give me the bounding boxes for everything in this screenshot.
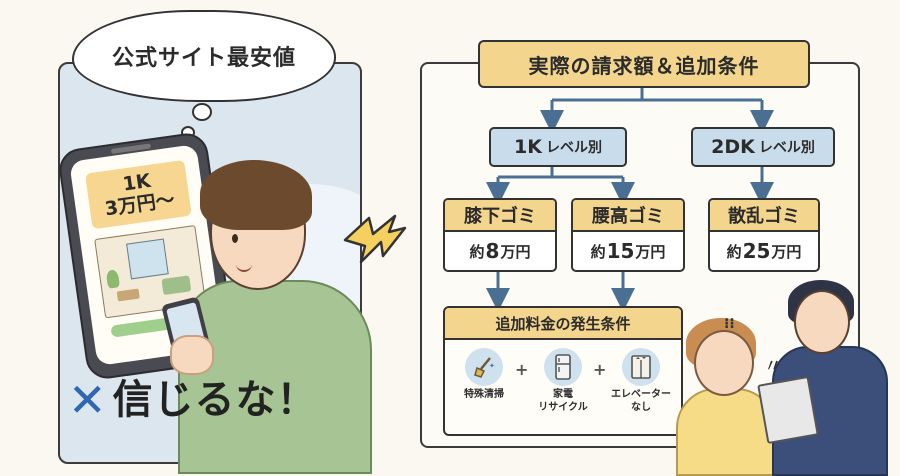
condition-special-cleaning: ✦ 特殊清掃 [457,348,511,402]
customer-head [694,330,754,396]
elevator-icon [622,348,660,386]
condition-label: 家電 リサイクル [538,389,588,413]
price-card: 1K 3万円〜 [84,159,192,230]
window-icon [126,238,169,280]
lightning-bolt-icon [343,214,407,264]
cross-icon: ✕ [68,373,107,427]
trash-card-label: 腰高ゴミ [573,200,683,232]
flow-connectors [486,84,774,312]
fridge-icon [544,348,582,386]
thought-dot [192,103,212,121]
trash-card-label: 散乱ゴミ [710,200,818,232]
condition-no-elevator: エレベーター なし [605,348,677,414]
cost-amount: 15 [606,239,635,263]
conditions-title: 追加料金の発生条件 [445,308,681,340]
table-icon [116,288,140,302]
plus-sign: + [593,360,607,379]
warning-text: 信じるな！ [112,377,318,423]
level-1k-main: 1K [514,136,542,158]
speech-marks-icon: 〃 [764,356,782,377]
trash-card-label: 膝下ゴミ [445,200,555,232]
staff-head [794,290,850,354]
main-title: 実際の請求額＆追加条件 [478,40,810,88]
condition-label: エレベーター なし [611,389,671,413]
trash-card-knee: 膝下ゴミ 約 8 万円 [443,198,557,272]
trash-card-cost: 約 15 万円 [573,232,683,270]
cost-amount: 25 [742,239,771,263]
clipboard-icon [757,375,819,445]
cost-prefix: 約 [469,242,485,261]
level-1k-box: 1K レベル別 [489,127,627,167]
plant-icon [105,269,121,289]
level-2dk-box: 2DK レベル別 [691,127,835,167]
main-title-text: 実際の請求額＆追加条件 [528,53,760,78]
cost-prefix: 約 [726,242,742,261]
conditions-box: 追加料金の発生条件 ✦ 特殊清掃 + 家電 リサイクル + エレベーター なし [443,306,683,436]
cost-prefix: 約 [590,242,606,261]
trash-card-cost: 約 8 万円 [445,232,555,270]
bubble-text: 公式サイト最安値 [111,46,296,71]
man-hand [170,335,214,375]
broom-icon: ✦ [465,348,503,386]
man-eye [232,234,238,243]
condition-appliance-recycling: 家電 リサイクル [531,348,595,414]
warning-banner: ✕ 信じるな！ [68,372,318,428]
cost-amount: 8 [485,239,500,263]
man-hair [200,160,312,230]
cost-unit: 万円 [771,242,802,261]
price-amount: 3万円〜 [103,188,177,221]
svg-text:✦: ✦ [489,362,495,370]
plus-sign: + [515,360,529,379]
man-mouth [236,262,252,272]
level-1k-suffix: レベル別 [545,140,602,156]
thought-bubble: 公式サイト最安値 [72,10,336,102]
condition-label: 特殊清掃 [464,389,504,400]
trash-card-scatter: 散乱ゴミ 約 25 万円 [708,198,820,272]
cost-unit: 万円 [635,242,666,261]
confused-marks-icon: ⁝⁝ [724,316,735,332]
trash-card-waist: 腰高ゴミ 約 15 万円 [571,198,685,272]
cost-unit: 万円 [500,242,531,261]
trash-card-cost: 約 25 万円 [710,232,818,270]
sofa-icon [161,275,192,296]
level-2dk-main: 2DK [711,136,755,158]
level-2dk-suffix: レベル別 [758,140,815,156]
